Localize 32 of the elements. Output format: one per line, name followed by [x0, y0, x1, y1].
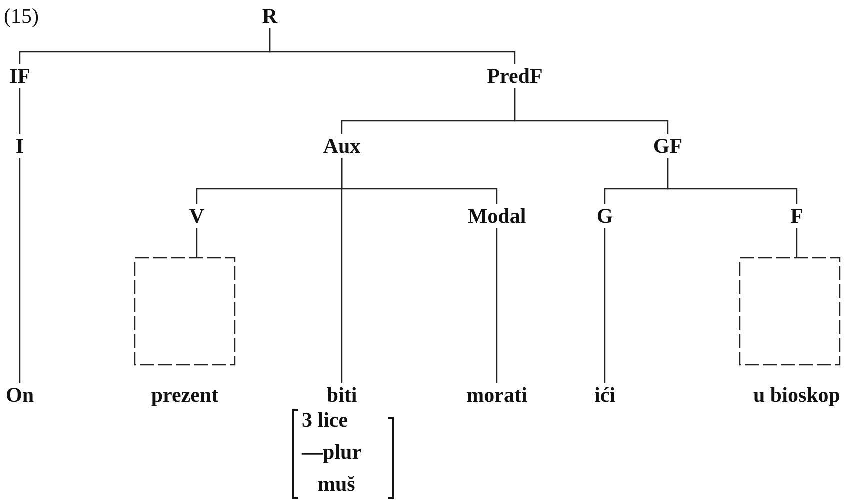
tree-node-label: I — [16, 134, 24, 158]
empty-box — [739, 257, 841, 366]
tree-branch-line — [19, 158, 21, 383]
tree-branch-line — [196, 228, 198, 258]
tree-node-label: morati — [466, 383, 528, 407]
tree-node-label: V — [189, 204, 205, 228]
tree-node-label: IF — [10, 64, 30, 88]
feature-label: muš — [318, 472, 356, 496]
leaf-label: u bioskop — [754, 383, 840, 407]
tree-branch-line — [796, 228, 798, 258]
tree-branch-line — [604, 228, 606, 383]
tree-node-label: R — [262, 4, 278, 28]
empty-box — [134, 257, 236, 366]
tree-node-label: biti — [326, 383, 358, 407]
tree-node-label: PredF — [487, 64, 543, 88]
tree-branch-line — [341, 158, 498, 204]
tree-branch-line — [514, 88, 669, 134]
tree-node-label: ići — [594, 383, 616, 407]
tree-branch-line — [667, 158, 798, 204]
tree-branch-line — [269, 28, 516, 64]
tree-node-label: F — [790, 204, 804, 228]
tree-branch-line — [19, 88, 21, 134]
tree-node-label: Aux — [323, 134, 361, 158]
tree-node-label: G — [596, 204, 614, 228]
example-number: (15) — [4, 4, 39, 28]
tree-branch-line — [496, 228, 498, 383]
tree-node-label: On — [6, 383, 34, 407]
feature-label: 3 lice — [302, 408, 348, 432]
tree-node-label: GF — [653, 134, 683, 158]
feature-label: —plur — [302, 440, 362, 464]
tree-node-label: Modal — [468, 204, 526, 228]
leaf-label: prezent — [151, 383, 219, 407]
